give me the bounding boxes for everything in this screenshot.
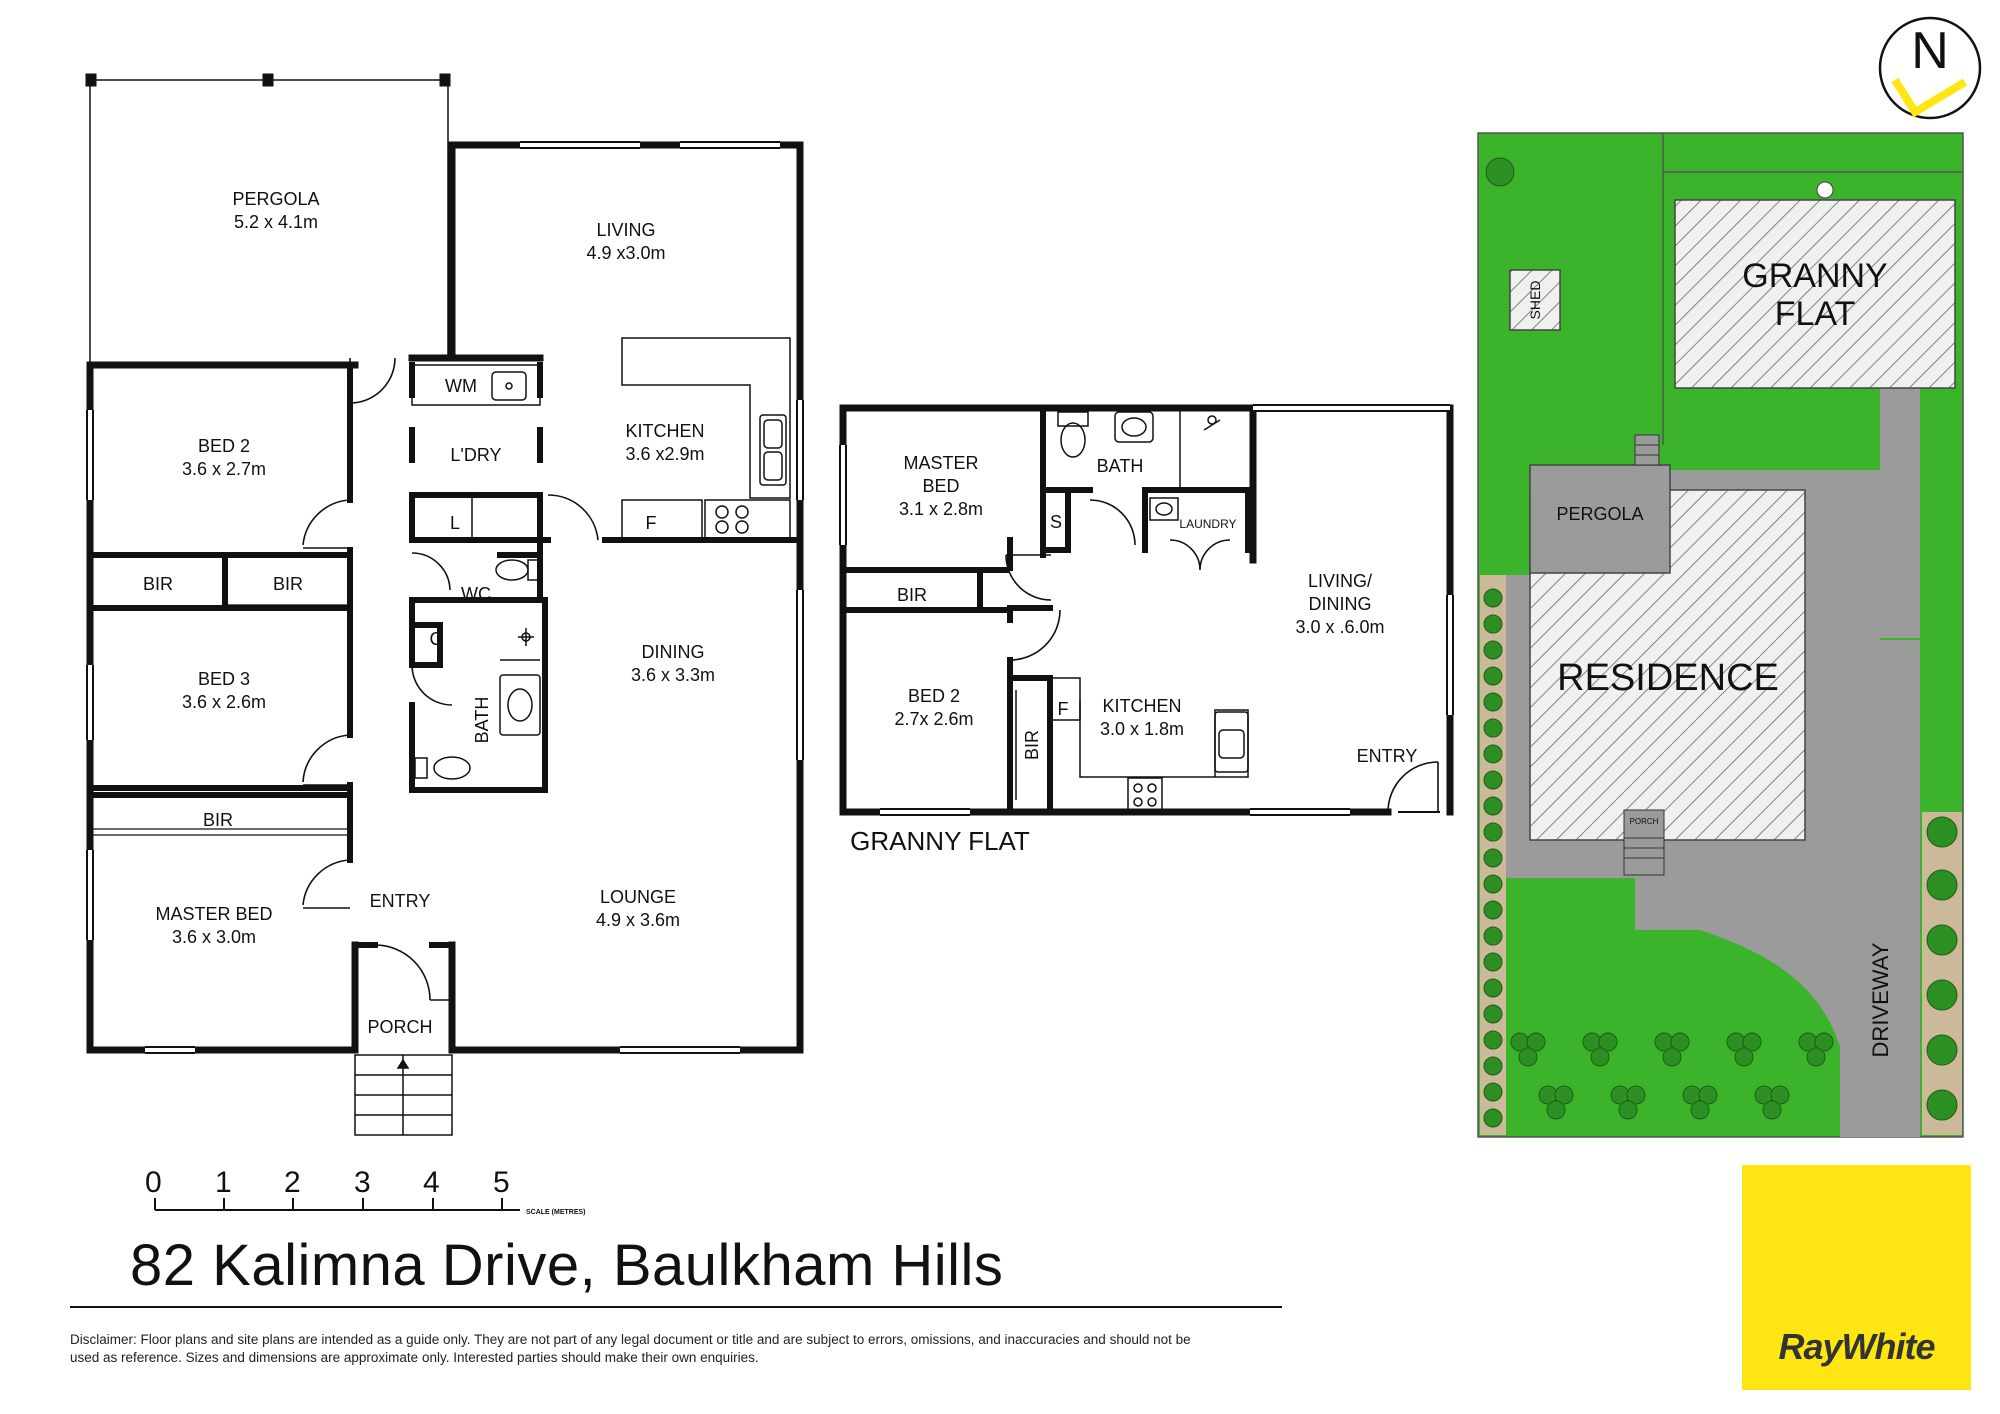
granny-master-line1: MASTER — [903, 453, 978, 473]
site-pergola-label: PERGOLA — [1556, 504, 1643, 524]
label-bir-bed2: BIR — [143, 574, 173, 594]
scale-tick-0: 0 — [145, 1166, 162, 1199]
site-shed-label: SHED — [1527, 281, 1543, 320]
label-cupboard: C — [430, 629, 443, 649]
room-size-living: 4.9 x3.0m — [586, 243, 665, 263]
label-wm: WM — [445, 376, 477, 396]
room-name-kitchen: KITCHEN — [625, 421, 704, 441]
raywhite-logo-text: RayWhite — [1778, 1326, 1935, 1367]
granny-laundry: LAUNDRY — [1179, 517, 1236, 531]
bathroom-fixtures — [414, 559, 541, 780]
granny-bed2-name: BED 2 — [908, 686, 960, 706]
label-bir-bed3: BIR — [273, 574, 303, 594]
label-linen: L — [450, 513, 460, 533]
granny-fixtures — [1015, 408, 1249, 813]
site-pergola — [1529, 464, 1671, 574]
granny-entry: ENTRY — [1357, 746, 1418, 766]
compass-arrow-icon — [1891, 77, 1968, 118]
granny-kitchen-name: KITCHEN — [1102, 696, 1181, 716]
scale-tick-1: 1 — [215, 1166, 232, 1199]
scale-tick-4: 4 — [423, 1166, 440, 1199]
scale-tick-2: 2 — [284, 1166, 301, 1199]
scale-bar — [154, 1198, 520, 1211]
room-name-living: LIVING — [596, 220, 655, 240]
site-granny-flat — [1674, 199, 1956, 389]
granny-flat-title: GRANNY FLAT — [850, 826, 1030, 856]
scale-tick-5: 5 — [493, 1166, 510, 1199]
garden-bed-right — [1922, 812, 1962, 1135]
room-size-bed3: 3.6 x 2.6m — [182, 692, 266, 712]
granny-living-line1: LIVING/ — [1308, 571, 1372, 591]
site-granny-line2: FLAT — [1775, 295, 1856, 333]
site-porch-label: PORCH — [1630, 817, 1659, 826]
granny-windows — [839, 404, 1454, 816]
granny-master-line2: BED — [922, 476, 959, 496]
site-granny-line1: GRANNY — [1742, 257, 1887, 295]
label-bir-master: BIR — [203, 810, 233, 830]
pergola-outline — [85, 73, 451, 362]
residence-plan — [85, 73, 804, 1136]
scale-caption: SCALE (METRES) — [526, 1209, 586, 1216]
room-name-pergola: PERGOLA — [232, 189, 319, 209]
site-residence-label: RESIDENCE — [1557, 657, 1779, 699]
granny-bath: BATH — [1097, 456, 1144, 476]
north-compass: N — [1878, 16, 1982, 120]
granny-kitchen-size: 3.0 x 1.8m — [1100, 719, 1184, 739]
site-labels: GRANNY FLAT SHED PERGOLA RESIDENCE PORCH… — [1527, 257, 1893, 1057]
room-size-pergola: 5.2 x 4.1m — [234, 212, 318, 232]
room-name-lounge: LOUNGE — [600, 887, 676, 907]
windows — [86, 141, 804, 1054]
door-swings — [302, 357, 599, 1001]
room-size-bed2: 3.6 x 2.7m — [182, 459, 266, 479]
room-name-entry: ENTRY — [370, 891, 431, 911]
shrubs-right — [1926, 816, 1958, 1121]
scale-tick-3: 3 — [354, 1166, 371, 1199]
room-size-kitchen: 3.6 x2.9m — [625, 444, 704, 464]
kitchen-benches — [411, 337, 791, 541]
room-name-dining: DINING — [642, 642, 705, 662]
site-porch — [1623, 809, 1665, 876]
site-driveway-label: DRIVEWAY — [1868, 942, 1893, 1057]
residence-labels: PERGOLA 5.2 x 4.1m LIVING 4.9 x3.0m KITC… — [143, 189, 715, 1037]
room-name-wc: WC — [461, 584, 491, 604]
site-shed — [1509, 269, 1561, 331]
site-plan — [1477, 132, 1964, 1138]
room-name-bed2: BED 2 — [198, 436, 250, 456]
granny-bir-master: BIR — [897, 585, 927, 605]
room-name-bath: BATH — [472, 697, 492, 744]
granny-flat-plan — [839, 404, 1454, 816]
room-size-dining: 3.6 x 3.3m — [631, 665, 715, 685]
robe-doors — [90, 604, 350, 836]
front-steps — [354, 1054, 453, 1136]
granny-door-swings — [1005, 499, 1439, 813]
property-address: 82 Kalimna Drive, Baulkham Hills — [130, 1233, 1004, 1298]
granny-bir-bed2: BIR — [1022, 730, 1042, 760]
room-size-lounge: 4.9 x 3.6m — [596, 910, 680, 930]
granny-fridge: F — [1058, 699, 1069, 719]
compass-letter: N — [1911, 22, 1949, 80]
room-name-bed3: BED 3 — [198, 669, 250, 689]
shrubs-left — [1483, 588, 1503, 1128]
shrubs-front — [1485, 157, 1834, 1120]
granny-labels: MASTER BED 3.1 x 2.8m BATH LAUNDRY S BIR… — [850, 453, 1417, 856]
granny-living-line2: DINING — [1309, 594, 1372, 614]
granny-s: S — [1050, 512, 1062, 532]
disclaimer-text: Disclaimer: Floor plans and site plans a… — [70, 1332, 1191, 1365]
address-divider — [70, 1306, 1282, 1308]
room-name-master: MASTER BED — [155, 904, 272, 924]
granny-master-size: 3.1 x 2.8m — [899, 499, 983, 519]
room-name-laundry: L'DRY — [450, 445, 501, 465]
granny-bed2-size: 2.7x 2.6m — [894, 709, 973, 729]
room-size-master: 3.6 x 3.0m — [172, 927, 256, 947]
raywhite-logo: RayWhite — [1742, 1165, 1971, 1390]
label-fridge: F — [646, 513, 657, 533]
room-name-porch: PORCH — [367, 1017, 432, 1037]
granny-living-size: 3.0 x .6.0m — [1295, 617, 1384, 637]
